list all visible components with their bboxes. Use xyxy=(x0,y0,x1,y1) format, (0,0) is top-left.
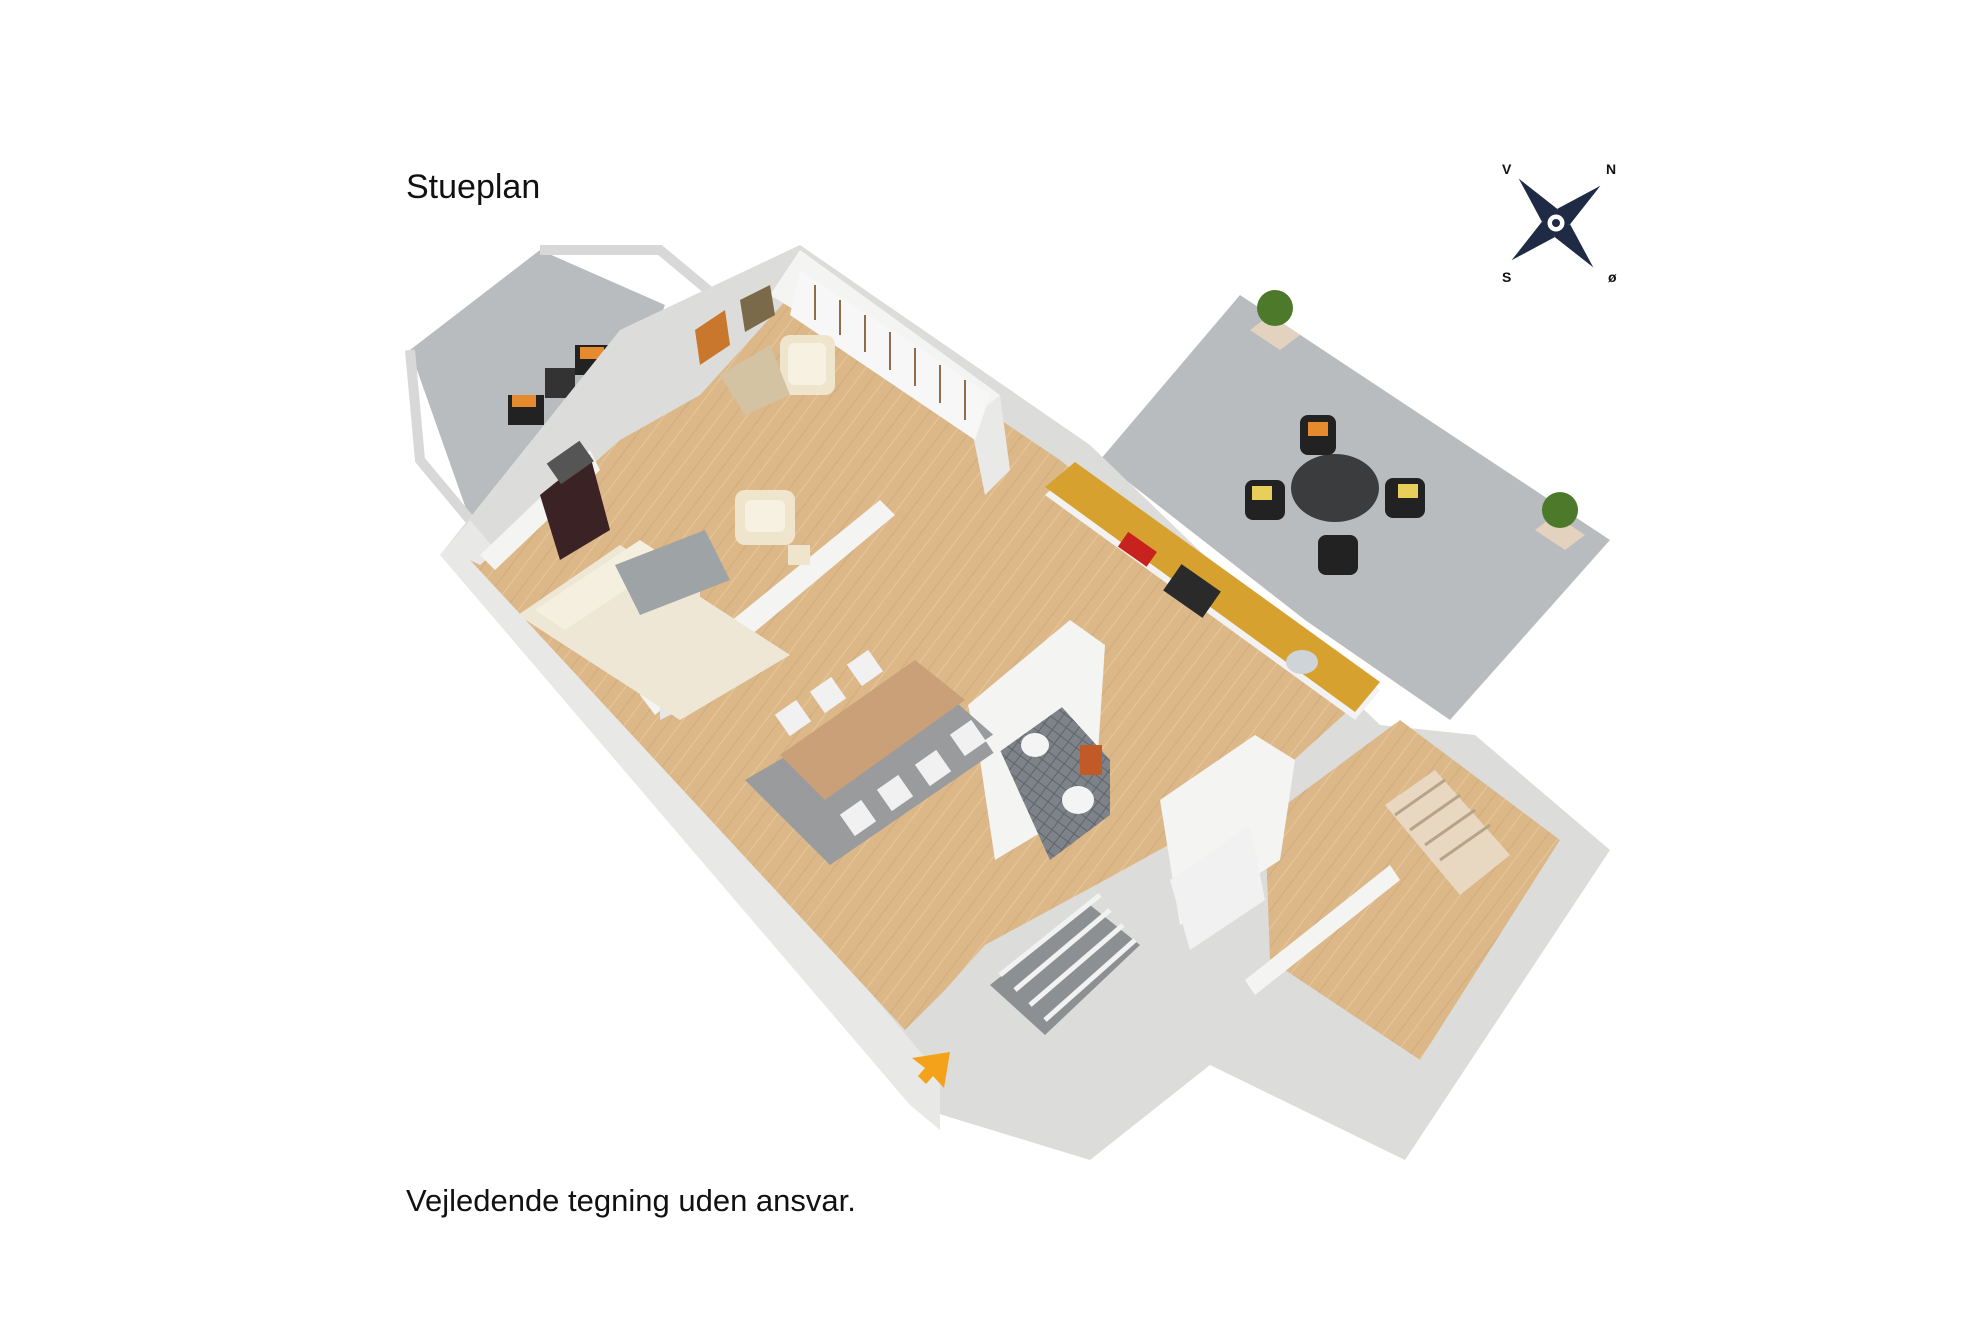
staircase-lower xyxy=(1385,770,1510,895)
bookshelf xyxy=(790,270,990,440)
washbasin xyxy=(1021,733,1049,757)
floor-plan-title: Stueplan xyxy=(406,168,541,206)
stove xyxy=(1163,564,1221,618)
disclaimer-text: Vejledende tegning uden ansvar. xyxy=(406,1183,856,1218)
round-dining-table-outdoor xyxy=(1245,415,1425,575)
kitchen-appliance xyxy=(1117,531,1157,567)
entrance-arrow-icon xyxy=(912,1052,950,1088)
west-terrace xyxy=(405,245,724,524)
staircase xyxy=(990,825,1265,1035)
compass-label-nw: V xyxy=(1502,161,1512,177)
compass-rose-icon xyxy=(1511,178,1601,268)
side-table xyxy=(720,345,790,415)
living-room-furniture xyxy=(518,335,835,720)
dining-area xyxy=(745,649,1005,865)
wall-art xyxy=(695,285,775,365)
main-floor xyxy=(470,285,1560,1060)
terrace-chairs-west xyxy=(508,345,611,425)
towel xyxy=(1080,745,1102,775)
planter xyxy=(1535,492,1585,550)
sink xyxy=(1286,650,1318,674)
east-terrace xyxy=(1100,290,1610,720)
toilet xyxy=(1062,786,1094,814)
bathroom xyxy=(985,690,1110,860)
compass-label-ne: N xyxy=(1606,161,1616,177)
compass-label-sw: S xyxy=(1502,269,1511,285)
armchair xyxy=(735,490,795,545)
planter xyxy=(1250,290,1300,350)
floor-lamp xyxy=(788,545,810,565)
compass-label-se: ø xyxy=(1608,269,1617,285)
armchair xyxy=(780,335,835,395)
kitchen-counter xyxy=(1045,462,1380,720)
